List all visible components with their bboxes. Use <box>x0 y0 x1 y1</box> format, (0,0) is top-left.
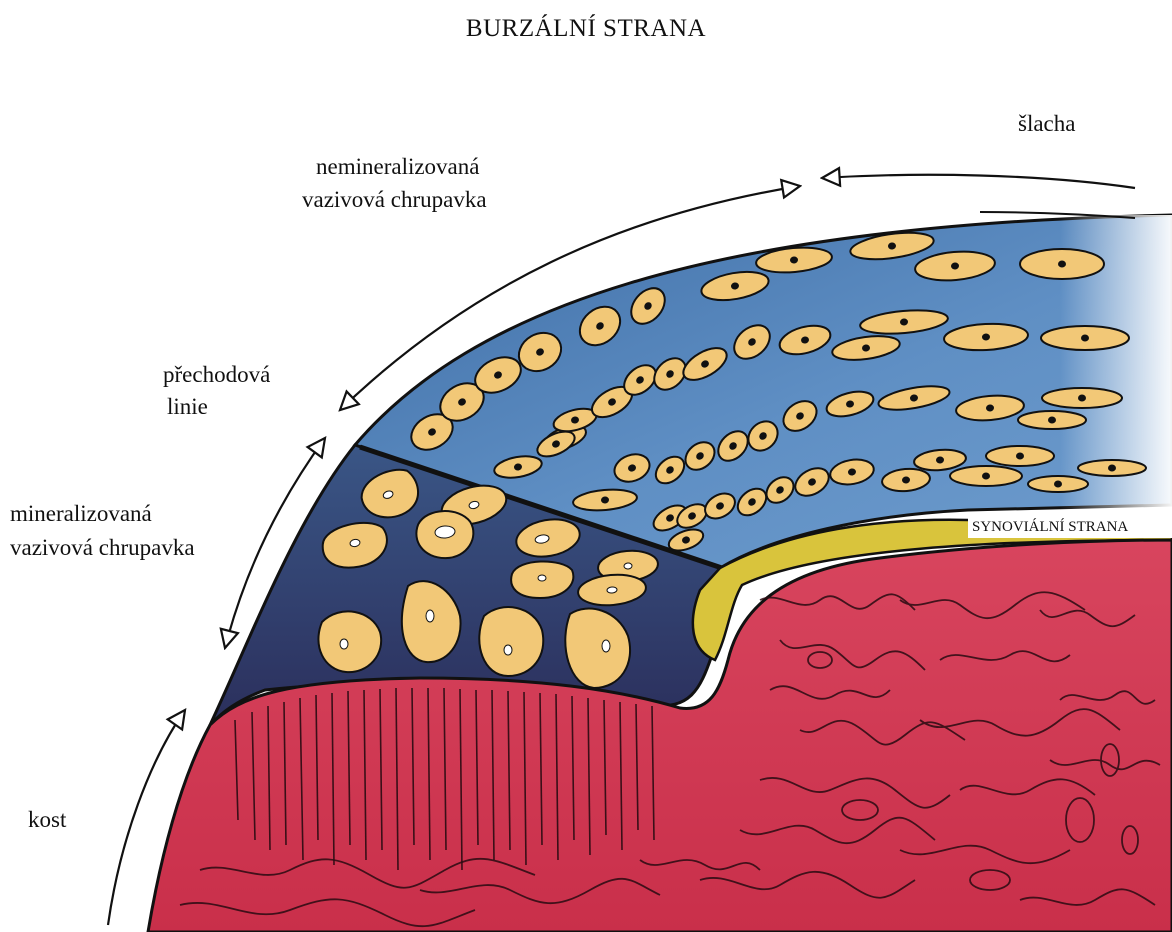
label-bone: kost <box>28 806 66 834</box>
cell <box>1042 388 1122 408</box>
cell <box>950 466 1022 486</box>
cell <box>1041 326 1129 350</box>
cell <box>511 561 573 598</box>
cell <box>479 607 543 676</box>
cell <box>1028 476 1088 492</box>
cell <box>1018 411 1086 429</box>
label-mineralized-line1: mineralizovaná <box>10 500 152 528</box>
label-tendon: šlacha <box>1018 110 1075 138</box>
label-synovial-side: SYNOVIÁLNÍ STRANA <box>968 516 1172 538</box>
label-unmineralized-line2: vazivová chrupavka <box>302 186 487 214</box>
cell <box>318 611 381 672</box>
label-unmineralized-line1: nemineralizovaná <box>316 153 479 181</box>
cell <box>986 446 1054 466</box>
label-mineralized-line2: vazivová chrupavka <box>10 534 195 562</box>
cell <box>1078 460 1146 476</box>
label-transition-line1: přechodová <box>163 361 270 389</box>
label-transition-line2: linie <box>167 393 208 421</box>
diagram-title: BURZÁLNÍ STRANA <box>0 14 1172 44</box>
cell <box>1020 249 1104 279</box>
arrow-tendon <box>822 175 1135 188</box>
